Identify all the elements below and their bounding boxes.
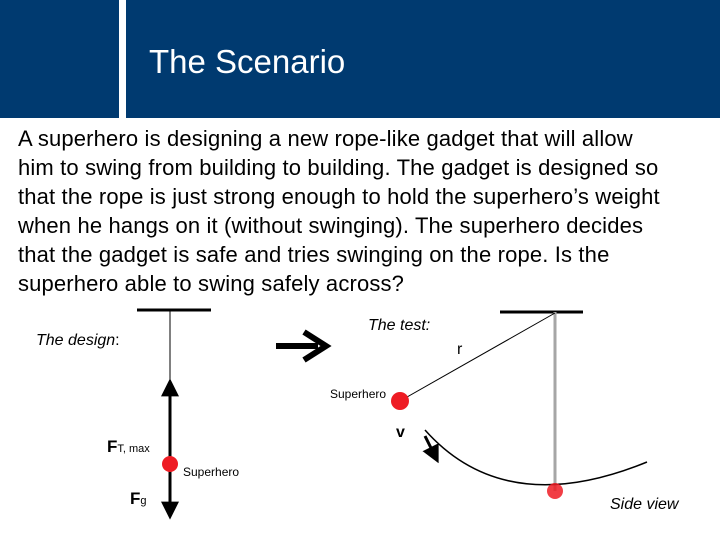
scenario-line: A superhero is designing a new rope-like…: [18, 126, 633, 151]
velocity-arrow: [422, 435, 439, 464]
scenario-line: when he hangs on it (without swinging). …: [18, 213, 644, 238]
design-label: The design:: [36, 332, 120, 349]
velocity-label: v: [396, 424, 405, 441]
scenario-line: superhero able to swing safely across?: [18, 271, 405, 296]
tension-force-label: FT, max: [107, 437, 150, 456]
test-label: The test:: [368, 317, 431, 334]
scenario-text: A superhero is designing a new rope-like…: [18, 124, 718, 298]
transition-arrowhead-icon: [302, 329, 332, 363]
swing-path: [424, 429, 648, 486]
header-divider: [119, 0, 126, 118]
scenario-line: that the rope is just strong enough to h…: [18, 184, 660, 209]
scenario-line: him to swing from building to building. …: [18, 155, 659, 180]
radius-label: r: [457, 341, 463, 358]
scenario-line: that the gadget is safe and tries swingi…: [18, 242, 610, 267]
slide-title: The Scenario: [149, 43, 346, 80]
test-rope: [399, 312, 556, 402]
superhero-rest-dot: [547, 483, 563, 499]
superhero-label-test: Superhero: [330, 387, 387, 401]
gravity-force-label: Fg: [130, 489, 147, 508]
side-view-label: Side view: [610, 496, 679, 513]
superhero-dot-test: [391, 392, 409, 410]
superhero-label-design: Superhero: [183, 465, 240, 479]
superhero-dot-design: [162, 456, 178, 472]
